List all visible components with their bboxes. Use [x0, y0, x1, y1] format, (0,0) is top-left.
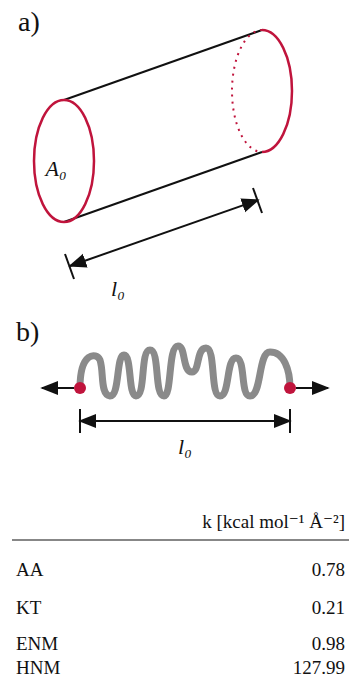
panel-label: b): [16, 318, 39, 346]
table-cell: 0.98: [312, 634, 345, 653]
table-cell: ENM: [16, 634, 58, 653]
table-cell: 0.78: [312, 560, 345, 579]
polymer-chain: [42, 346, 328, 396]
table-cell: HNM: [16, 658, 60, 677]
table-cell: KT: [16, 598, 41, 617]
dimension-line: [80, 409, 290, 433]
table-header: k [kcal mol⁻¹ Å⁻²]: [202, 512, 345, 531]
panel-label: a): [18, 8, 40, 36]
length-symbol: l₀: [178, 436, 192, 458]
table-cell: 0.21: [312, 598, 345, 617]
table-cell: AA: [16, 560, 43, 579]
area-symbol: A₀: [45, 158, 66, 180]
table-rule: [12, 539, 349, 540]
cylinder: [34, 30, 292, 222]
dimension-line: [65, 188, 262, 279]
length-symbol: l₀: [111, 278, 125, 300]
table-cell: 127.99: [293, 658, 345, 677]
